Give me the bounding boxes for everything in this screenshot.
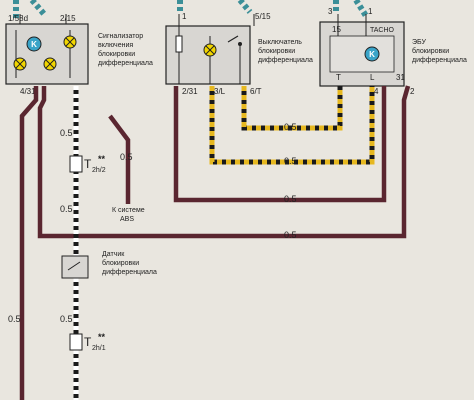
component-label: блокировки: [102, 259, 139, 267]
wire-top-2: [29, 0, 47, 16]
wire-brown-ground-main: [19, 86, 39, 400]
pin-label: 31: [396, 73, 405, 82]
connector-t2h1: T 2h/1 **: [69, 332, 106, 352]
switch-contact-icon: [227, 35, 239, 43]
yellow-black-wires: [209, 86, 375, 165]
abs-label: К системе: [112, 207, 145, 214]
wire-brown-switch-ecu: [173, 86, 387, 203]
k-badge-text: K: [31, 40, 37, 49]
component-label: Выключатель: [258, 39, 302, 46]
wire-size-labels: 0.5 0.5 0.5 0.5 0.5 0.5 0.5 0.5 0.5: [8, 122, 297, 324]
component-label: дифференциала: [98, 60, 153, 67]
component-label: блокировки: [98, 50, 135, 58]
sensor-switch-icon: [67, 261, 81, 271]
connector-stars: **: [98, 154, 106, 164]
pin-label: 1/58d: [8, 14, 28, 23]
connector-label: T: [84, 335, 92, 349]
pin-label: T: [336, 73, 341, 82]
brown-wires: [19, 85, 411, 400]
connector-stars: **: [98, 332, 106, 342]
pin-label: 1: [368, 7, 373, 16]
pin-label: 6/T: [250, 87, 262, 96]
pin-label: 1: [182, 12, 187, 21]
wire-brown-abs: [108, 114, 131, 204]
connector-sub-label: 2h/1: [92, 345, 106, 352]
component-label: дифференциала: [258, 57, 313, 64]
signal-lamp-component: K 1/58d 2/15 4/31 5 Сигнализатор включен…: [5, 14, 153, 96]
ecu-component: K 3 1 15 TACHO T L 31 5 4 2 ЭБУ блокиров…: [319, 7, 467, 96]
wire-top-4: [237, 0, 253, 14]
k-badge-icon: [26, 36, 42, 52]
wire-size-label: 0.5: [60, 204, 73, 214]
component-label: блокировки: [258, 47, 295, 55]
component-label: включения: [98, 42, 133, 49]
sensor-box: [61, 255, 89, 279]
wire-size-label: 0.5: [60, 128, 73, 138]
component-label: ЭБУ: [412, 39, 426, 46]
component-label: дифференциала: [412, 57, 467, 64]
pin-label: 3: [328, 7, 333, 16]
wire-size-label: 0.5: [8, 314, 21, 324]
abs-reference: К системе ABS: [112, 207, 145, 223]
top-wires: [13, 0, 369, 18]
wire-size-label: 0.5: [284, 194, 297, 204]
pin-label: TACHO: [370, 27, 395, 34]
wire-brown-ecu-ground: [37, 85, 411, 239]
pin-label: 4/31: [20, 87, 36, 96]
abs-label: ABS: [120, 216, 134, 223]
wire-size-label: 0.5: [120, 152, 133, 162]
connector-label: T: [84, 157, 92, 171]
connector-icon: [69, 333, 83, 351]
pin-label: 3/L: [214, 87, 226, 96]
lock-switch-component: 1 5/15 2/31 3/L 6/T Выключатель блокиров…: [165, 12, 313, 96]
component-label: дифференциала: [102, 269, 157, 276]
ecu-inner-box: [329, 35, 395, 73]
wire-top-6: [353, 0, 369, 18]
wire-yb-tl: [241, 86, 343, 131]
component-label: блокировки: [412, 47, 449, 55]
pin-label: 2/15: [60, 14, 76, 23]
wire-yb-ll: [209, 86, 375, 165]
wire-size-label: 0.5: [284, 230, 297, 240]
k-badge-text: K: [369, 50, 375, 59]
wire-size-label: 0.5: [284, 156, 297, 166]
wire-size-label: 0.5: [60, 314, 73, 324]
pin-label: 15: [332, 25, 341, 34]
connector-t2h2: T 2h/2 **: [69, 154, 106, 174]
wire-size-label: 0.5: [284, 122, 297, 132]
signal-lamp-box: [5, 23, 89, 85]
pin-label: 2: [410, 87, 415, 96]
component-label: Датчик: [102, 251, 125, 258]
connector-sub-label: 2h/2: [92, 167, 106, 174]
connector-icon: [69, 155, 83, 173]
k-badge-icon: [364, 46, 380, 62]
component-label: Сигнализатор: [98, 33, 143, 40]
pin-label: 4: [374, 87, 379, 96]
pin-label: L: [370, 73, 375, 82]
diff-sensor-component: Датчик блокировки дифференциала: [61, 251, 157, 279]
pin-label: 5/15: [255, 12, 271, 21]
resistor-icon: [175, 35, 183, 53]
pin-label: 2/31: [182, 87, 198, 96]
